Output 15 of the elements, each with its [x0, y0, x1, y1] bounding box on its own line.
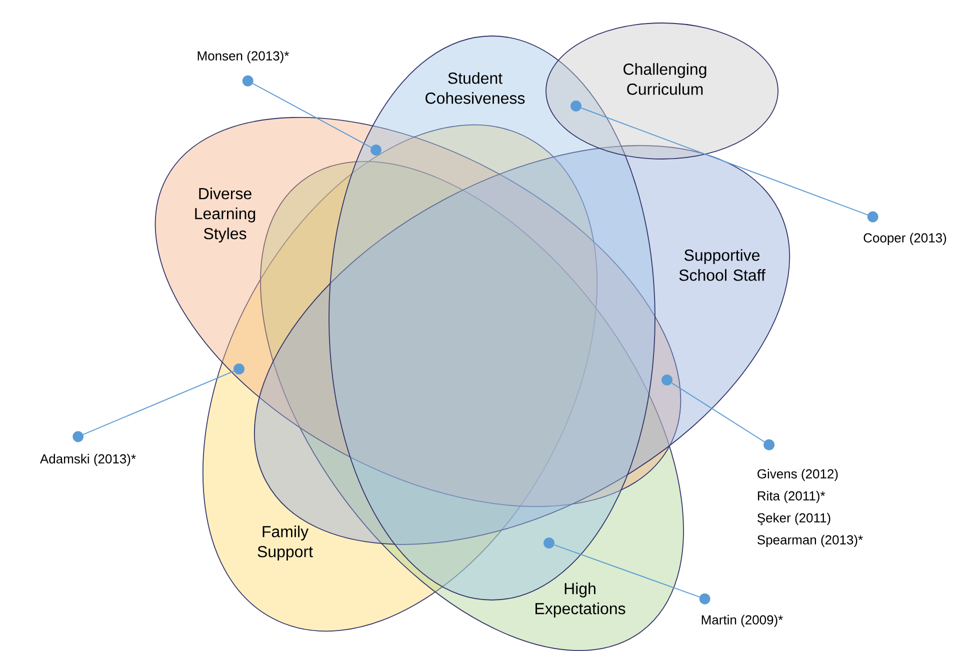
dot — [544, 538, 554, 548]
leader-line — [580, 108, 878, 222]
dot — [662, 374, 672, 386]
leader-line — [554, 544, 710, 604]
dot — [570, 100, 582, 112]
leader-line — [671, 382, 775, 450]
leader-line — [242, 75, 372, 148]
citation-label: Monsen (2013)* — [198, 50, 290, 64]
citation-label: Givens (2012) Rita (2011)* Şeker (2011) Spearman (2013)* — [757, 468, 863, 548]
citation-label: Martin (2009)* — [702, 614, 783, 628]
dot — [370, 144, 382, 156]
citation-label: Cooper (2013) — [864, 232, 946, 246]
leader-line — [72, 370, 234, 442]
dot — [234, 364, 244, 374]
citation-label: Adamski (2013)* — [40, 454, 136, 466]
